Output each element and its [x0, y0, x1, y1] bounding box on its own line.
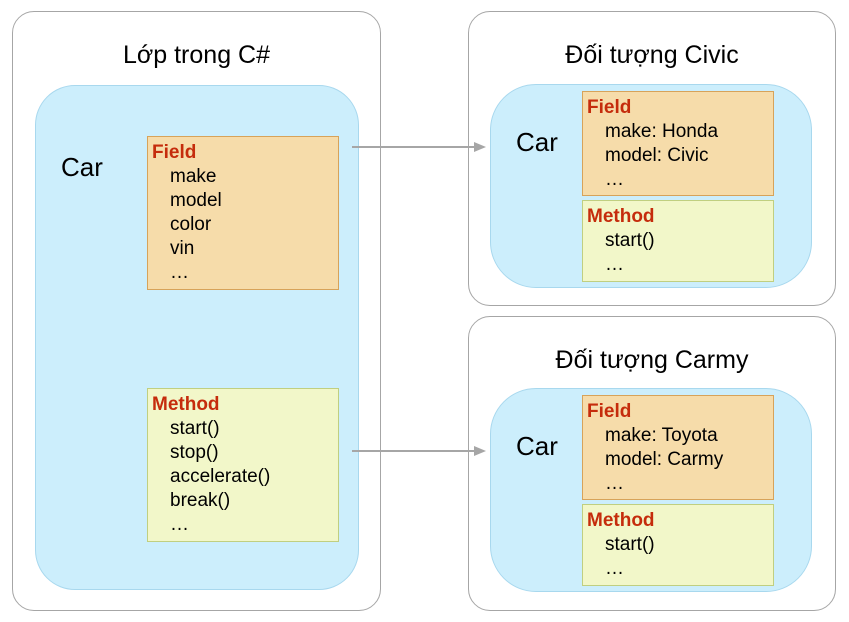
field-item: model: Civic [605, 145, 709, 166]
field-item: make: Honda [605, 121, 719, 142]
object-method-box: Method start() … [582, 200, 774, 282]
method-item: … [170, 514, 189, 535]
field-item: … [170, 262, 189, 283]
field-item: make [170, 166, 217, 187]
object-field-box: Field make: Honda model: Civic … [582, 91, 774, 196]
field-item: color [170, 214, 212, 235]
class-name-label: Car [61, 152, 103, 182]
field-item: make: Toyota [605, 425, 718, 446]
method-item: start() [605, 534, 655, 555]
method-item: stop() [170, 442, 219, 463]
object-method-box: Method start() … [582, 504, 774, 586]
method-item: … [605, 558, 624, 579]
method-heading: Method [587, 206, 655, 227]
class-panel-title: Lớp trong C# [122, 41, 271, 69]
class-method-box: Method start() stop() accelerate() break… [147, 388, 339, 542]
field-heading: Field [587, 401, 632, 422]
field-heading: Field [587, 97, 632, 118]
arrow-to-civic [352, 142, 486, 152]
method-item: break() [170, 490, 231, 511]
field-item: model [170, 190, 222, 211]
object-title: Đối tượng Carmy [555, 346, 749, 374]
method-item: … [605, 254, 624, 275]
class-field-box: Field make model color vin … [147, 136, 339, 290]
method-heading: Method [152, 394, 220, 415]
object-field-box: Field make: Toyota model: Carmy … [582, 395, 774, 500]
object-title: Đối tượng Civic [565, 41, 739, 69]
field-item: … [605, 473, 624, 494]
field-item: vin [170, 238, 195, 259]
field-item: model: Carmy [605, 449, 724, 470]
object-class-label: Car [516, 431, 558, 461]
field-item: … [605, 169, 624, 190]
method-item: accelerate() [170, 466, 271, 487]
object-class-label: Car [516, 127, 558, 157]
method-item: start() [170, 418, 220, 439]
field-heading: Field [152, 142, 197, 163]
method-item: start() [605, 230, 655, 251]
arrow-to-carmy [352, 446, 486, 456]
method-heading: Method [587, 510, 655, 531]
